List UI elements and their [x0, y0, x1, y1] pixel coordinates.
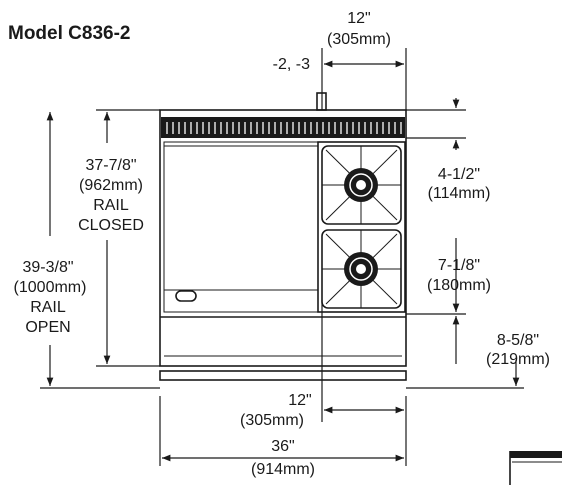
range-body	[159, 92, 407, 381]
burner-offset-imperial: 7-1/8"	[438, 257, 480, 274]
adjacent-drawing-fragment	[509, 451, 562, 485]
overall-width-imperial: 36"	[271, 438, 294, 455]
upper-burner-grate-icon	[321, 145, 402, 225]
rail-closed-imperial: 37-7/8"	[85, 157, 136, 174]
dimension-lines	[40, 48, 524, 466]
model-title: Model C836-2	[8, 23, 130, 44]
rail-open-line2: OPEN	[25, 319, 70, 336]
rail-closed-line2: CLOSED	[78, 217, 144, 234]
overall-width-metric: (914mm)	[251, 461, 315, 478]
lower-height-imperial: 8-5/8"	[497, 332, 539, 349]
rail-open-line1: RAIL	[30, 299, 66, 316]
rail-open-imperial: 39-3/8"	[22, 259, 73, 276]
lower-height-metric: (219mm)	[486, 351, 550, 368]
front-rail	[159, 370, 407, 381]
bottom-inner-imperial: 12"	[288, 392, 311, 409]
bottom-inner-metric: (305mm)	[240, 412, 304, 429]
burner-spacing-imperial: 4-1/2"	[438, 166, 480, 183]
riser-label: -2, -3	[273, 56, 310, 73]
top-width-imperial: 12"	[347, 10, 370, 27]
burner-section	[317, 141, 406, 313]
rail-closed-metric: (962mm)	[79, 177, 143, 194]
vent-slots	[166, 122, 402, 134]
top-width-metric: (305mm)	[327, 31, 391, 48]
rail-open-metric: (1000mm)	[14, 279, 87, 296]
grease-slot-icon	[175, 290, 197, 302]
burner-spacing-metric: (114mm)	[428, 185, 491, 202]
burner-offset-metric: (180mm)	[427, 277, 491, 294]
griddle-plate	[163, 141, 319, 313]
rail-closed-line1: RAIL	[93, 197, 129, 214]
lower-burner-grate-icon	[321, 229, 402, 309]
